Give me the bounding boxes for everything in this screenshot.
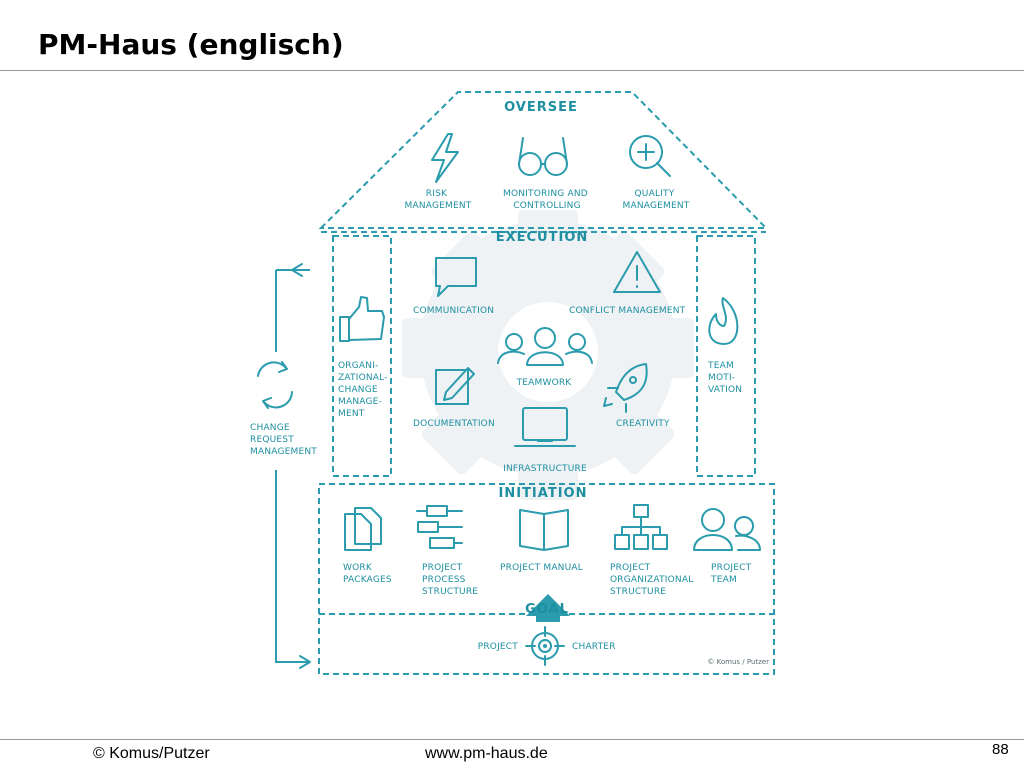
rocket-icon bbox=[603, 363, 648, 413]
documents-icon bbox=[344, 507, 382, 551]
teamwork-label: TEAMWORK bbox=[516, 378, 573, 388]
flame-icon bbox=[708, 297, 739, 345]
thumbs-up-icon bbox=[339, 296, 385, 342]
lightning-icon bbox=[431, 133, 459, 183]
title-divider bbox=[0, 70, 1024, 71]
people-icon bbox=[693, 508, 761, 551]
execution-heading: EXECUTION bbox=[496, 230, 589, 245]
footer-copyright: © Komus/Putzer bbox=[93, 745, 210, 762]
team-icon bbox=[497, 327, 593, 366]
book-icon bbox=[519, 509, 569, 551]
process-structure-icon bbox=[416, 505, 463, 549]
creativity-label: CREATIVITY bbox=[616, 419, 670, 429]
magnifier-icon bbox=[629, 135, 671, 177]
org-structure-label: PROJECT ORGANIZATIONAL STRUCTURE bbox=[610, 563, 696, 597]
pencil-document-icon bbox=[435, 367, 475, 405]
project-manual-label: PROJECT MANUAL bbox=[500, 563, 583, 573]
communication-label: COMMUNICATION bbox=[413, 306, 494, 316]
target-icon bbox=[525, 626, 565, 666]
goal-heading: GOAL bbox=[525, 602, 569, 617]
glasses-icon bbox=[518, 137, 568, 176]
risk-management-label: RISK MANAGEMENT bbox=[405, 189, 472, 211]
goal-charter-label: CHARTER bbox=[572, 642, 616, 652]
page-title: PM-Haus (englisch) bbox=[38, 28, 344, 61]
warning-icon bbox=[613, 251, 661, 293]
project-team-label: PROJECT TEAM bbox=[710, 563, 754, 585]
page-number: 88 bbox=[992, 741, 1009, 758]
change-request-label: CHANGE REQUEST MANAGEMENT bbox=[250, 423, 317, 457]
process-structure-label: PROJECT PROCESS STRUCTURE bbox=[422, 563, 478, 597]
quality-management-label: QUALITY MANAGEMENT bbox=[623, 189, 690, 211]
footer-website: www.pm-haus.de bbox=[425, 745, 548, 762]
work-packages-label: WORK PACKAGES bbox=[343, 563, 392, 585]
speech-bubble-icon bbox=[435, 257, 477, 297]
oversee-heading: OVERSEE bbox=[504, 100, 578, 115]
change-request-loop bbox=[257, 263, 311, 669]
goal-project-label: PROJECT bbox=[478, 642, 519, 652]
team-motivation-label: TEAM MOTI- VATION bbox=[707, 361, 742, 395]
conflict-management-label: CONFLICT MANAGEMENT bbox=[569, 306, 686, 316]
footer-divider bbox=[0, 739, 1024, 740]
documentation-label: DOCUMENTATION bbox=[413, 419, 495, 429]
diagram-copyright: © Komus / Putzer bbox=[707, 658, 769, 666]
initiation-heading: INITIATION bbox=[499, 486, 588, 501]
organizational-change-label: ORGANI- ZATIONAL- CHANGE MANAGE- MENT bbox=[338, 361, 391, 419]
monitoring-controlling-label: MONITORING AND CONTROLLING bbox=[503, 189, 591, 211]
refresh-icon bbox=[257, 361, 293, 409]
laptop-icon bbox=[514, 407, 576, 447]
goal-arrow bbox=[526, 594, 570, 622]
infrastructure-label: INFRASTRUCTURE bbox=[503, 464, 587, 474]
house-outline bbox=[318, 91, 775, 675]
org-chart-icon bbox=[614, 504, 668, 550]
